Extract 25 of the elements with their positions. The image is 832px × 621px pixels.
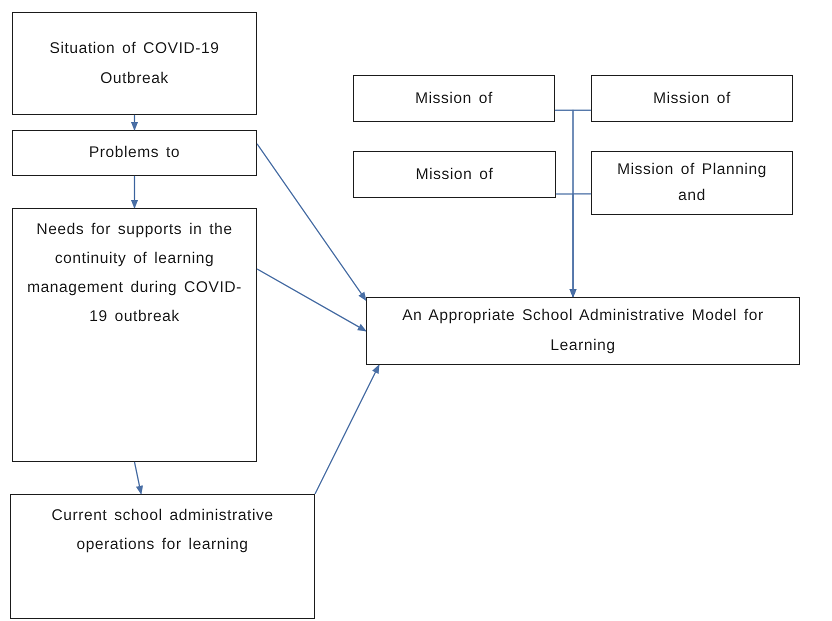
box-label: Problems to [88,143,180,163]
process-box [366,297,800,365]
process-box [10,494,315,619]
box-label: Needs for supports in the continuity of learning management during COVID-19 outbreak [26,220,243,327]
process-box [591,75,793,122]
arrow [256,143,367,302]
process-box [12,12,257,115]
arrow [134,462,144,495]
box-label: Current school administrative operations for learning [50,506,275,555]
process-box [12,130,257,176]
arrow [569,193,591,298]
arrow [130,115,138,131]
arrow [256,268,367,332]
process-box [12,208,257,462]
box-label: An Appropriate School Administrative Model for Learning [401,306,765,356]
process-box [591,151,793,215]
arrow [314,364,380,494]
box-label: Mission of [415,88,493,108]
process-box [353,75,555,122]
box-label: Mission of Planning and [616,160,768,206]
box-label: Mission of [653,88,731,108]
box-label: Situation of COVID-19 Outbreak [48,38,220,88]
process-box [353,151,556,198]
box-label: Mission of [416,164,494,184]
arrow [130,176,138,209]
